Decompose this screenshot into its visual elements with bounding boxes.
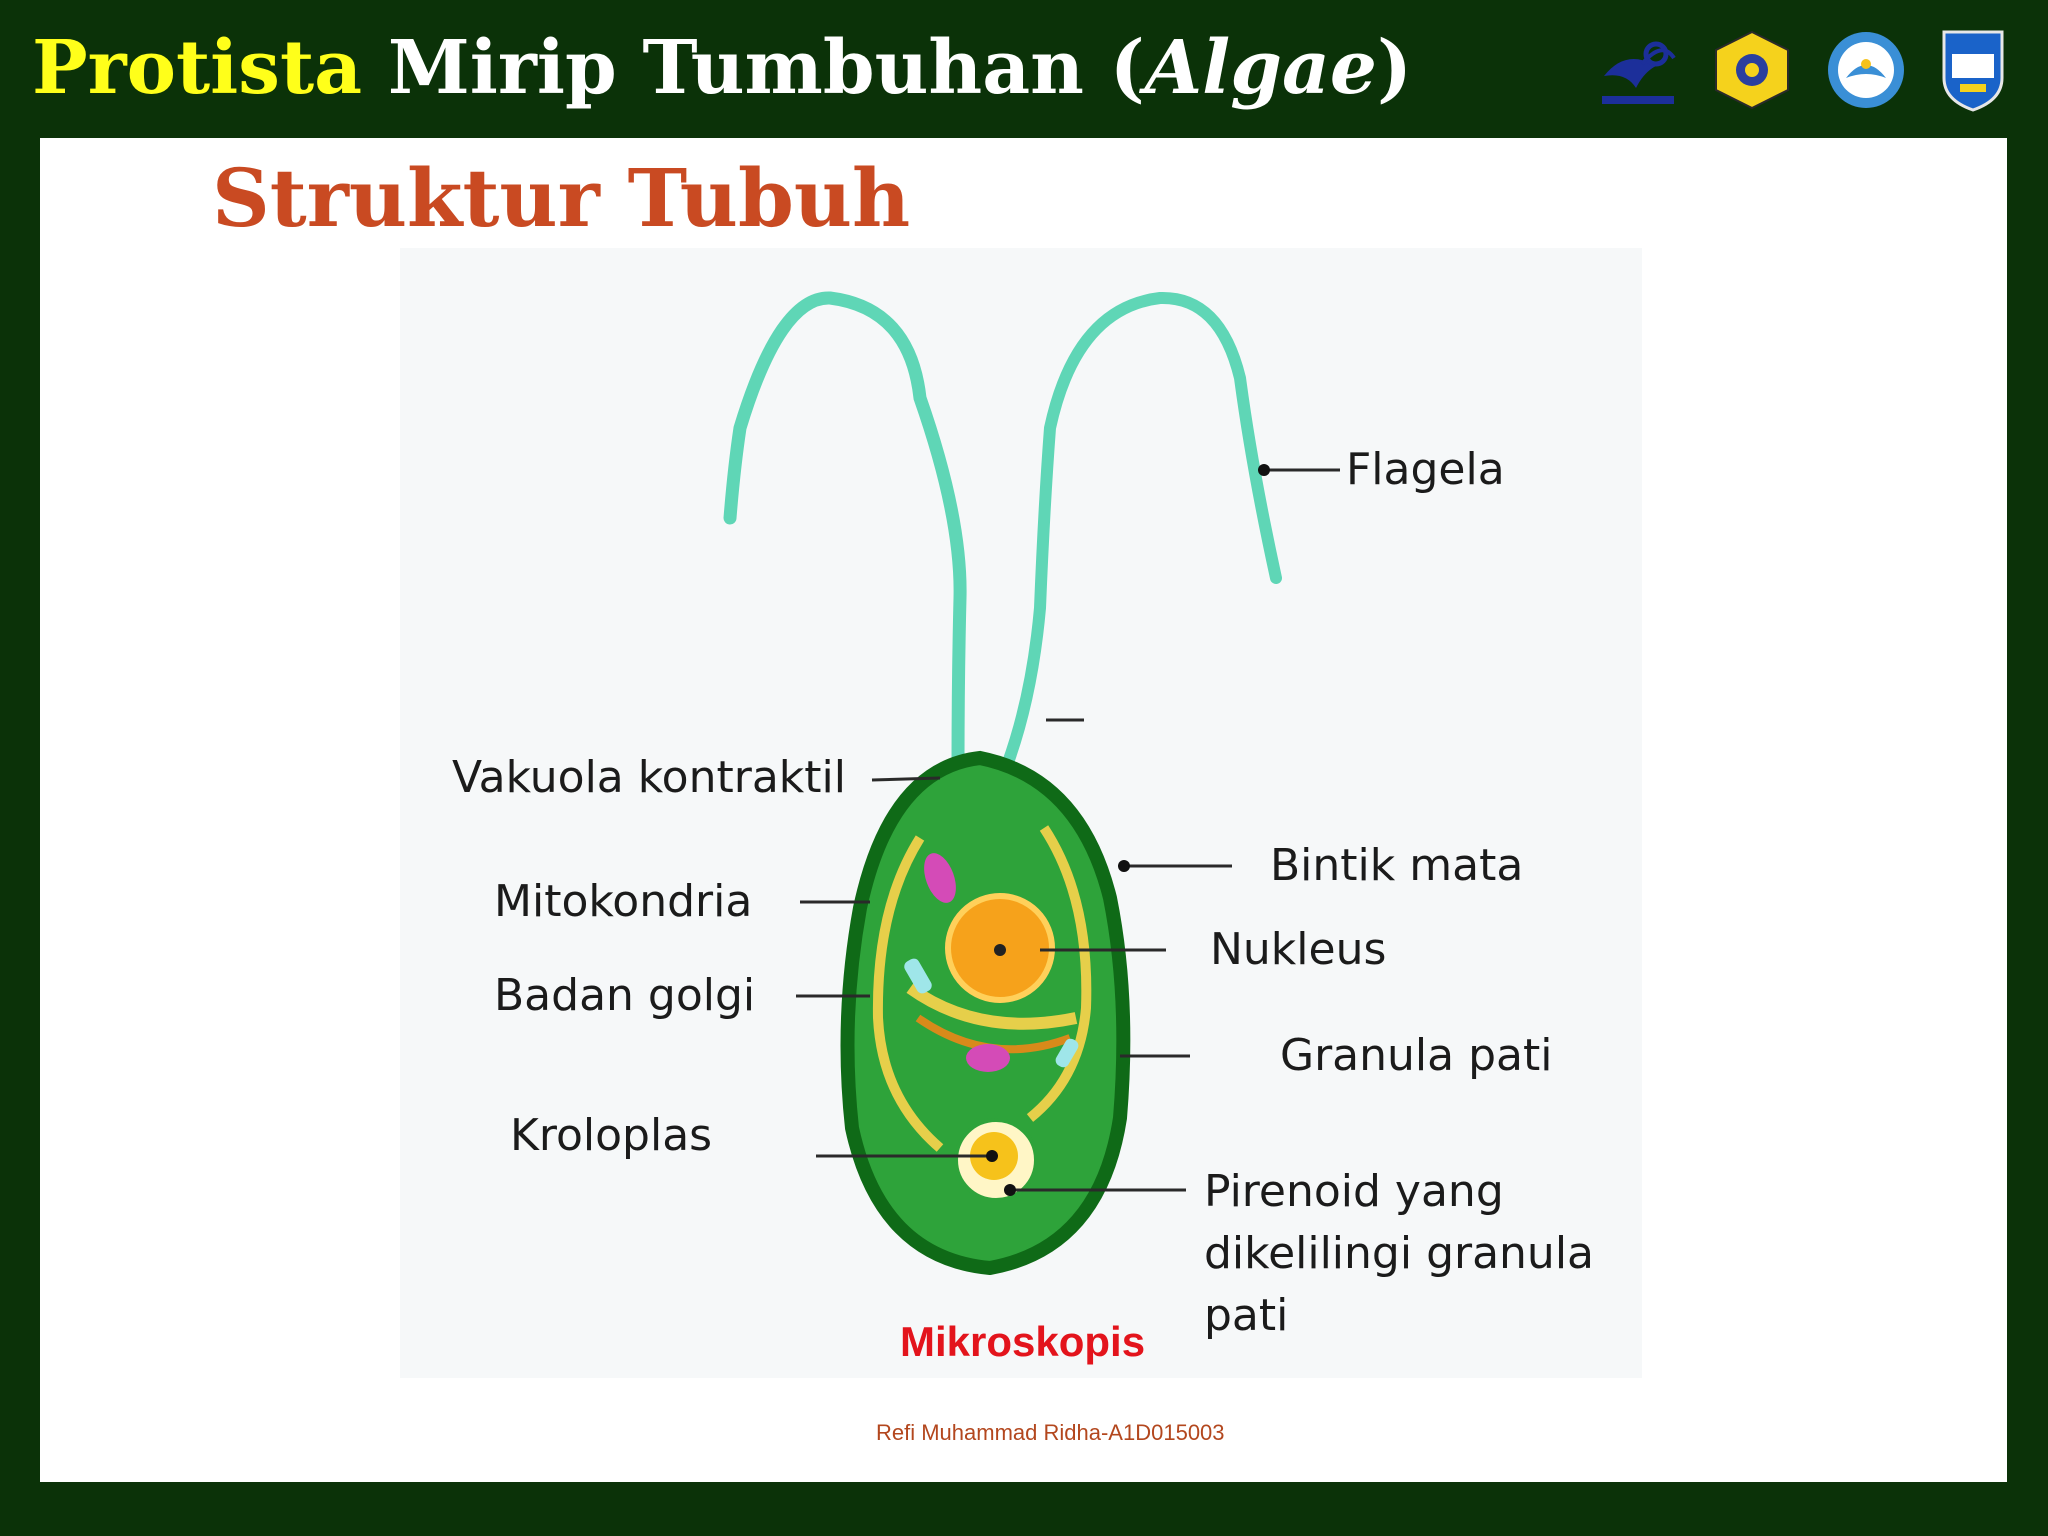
university-emblem [1715,30,1789,110]
slide-title: Protista Mirip Tumbuhan (Algae) [32,18,1412,118]
label-vakuola-kontraktil: Vakuola kontraktil [452,752,846,803]
label-mitokondria: Mitokondria [494,876,752,927]
golgi-2 [1055,1038,1079,1068]
label-nukleus: Nukleus [1210,924,1386,975]
label-pirenoid-line2: dikelilingi granula [1204,1228,1594,1279]
content-panel: Struktur Tubuh [40,138,2007,1482]
diagram-caption: Mikroskopis [900,1318,1146,1365]
flagellum-right [1000,291,1282,774]
chloroplast-band-right [1026,825,1092,1122]
slide-subtitle: Struktur Tubuh [212,151,911,245]
label-pirenoid-line3: pati [1204,1290,1288,1341]
cyber-school-badge [1942,30,2004,112]
title-italic: Algae [1144,25,1378,111]
label-granula-pati: Granula pati [1280,1030,1552,1081]
label-kroloplas: Kroloplas [510,1110,712,1161]
title-main: Mirip Tumbuhan ( [387,25,1145,111]
label-flagela: Flagela [1346,444,1505,495]
ristekdikti-logo [1602,41,1676,104]
title-accent: Protista [32,25,363,111]
cell-body [840,750,1131,1276]
label-pirenoid-line1: Pirenoid yang [1204,1166,1504,1217]
mitochondrion-1 [924,853,956,903]
title-close: ) [1377,25,1413,111]
label-bintik-mata: Bintik mata [1270,840,1523,891]
author-footer: Refi Muhammad Ridha-A1D015003 [876,1420,1225,1445]
euglena-diagram: Flagela Vakuola kontraktil Bintik mata M… [452,291,1594,1341]
flagellum-left [723,291,967,775]
pellicle-band [906,983,1078,1030]
chloroplast-band-left [872,835,944,1152]
logo-strip [1596,20,2008,120]
tut-wuri-handayani-logo [1828,32,1904,108]
golgi-1 [904,958,932,994]
label-badan-golgi: Badan golgi [494,970,755,1021]
mitochondrion-2 [966,1044,1010,1072]
